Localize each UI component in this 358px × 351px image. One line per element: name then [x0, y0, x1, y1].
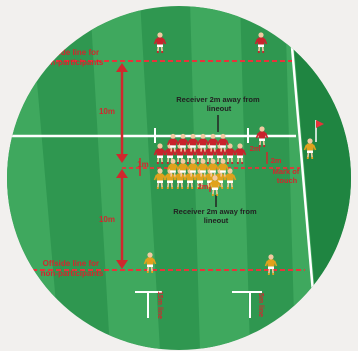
distance-label-top: 10m: [99, 107, 115, 116]
gap-2m-right-label: 2m: [250, 144, 261, 153]
line-5m-label: 5m line: [257, 293, 264, 317]
line-15m-label: 15m line: [156, 291, 163, 319]
gap-2m-scrumhalf-label: 2m: [198, 182, 209, 191]
gap-1m-label: 1m: [137, 160, 149, 169]
offside-label-top: Offside line for non-participants: [41, 48, 104, 67]
mark-of-touch-label: Mark of touch: [273, 167, 302, 185]
offside-label-bottom: Offside line for non-participants: [41, 259, 104, 278]
distance-label-bottom: 10m: [99, 215, 115, 224]
gap-2m-receiver-label: 2m: [271, 156, 282, 165]
